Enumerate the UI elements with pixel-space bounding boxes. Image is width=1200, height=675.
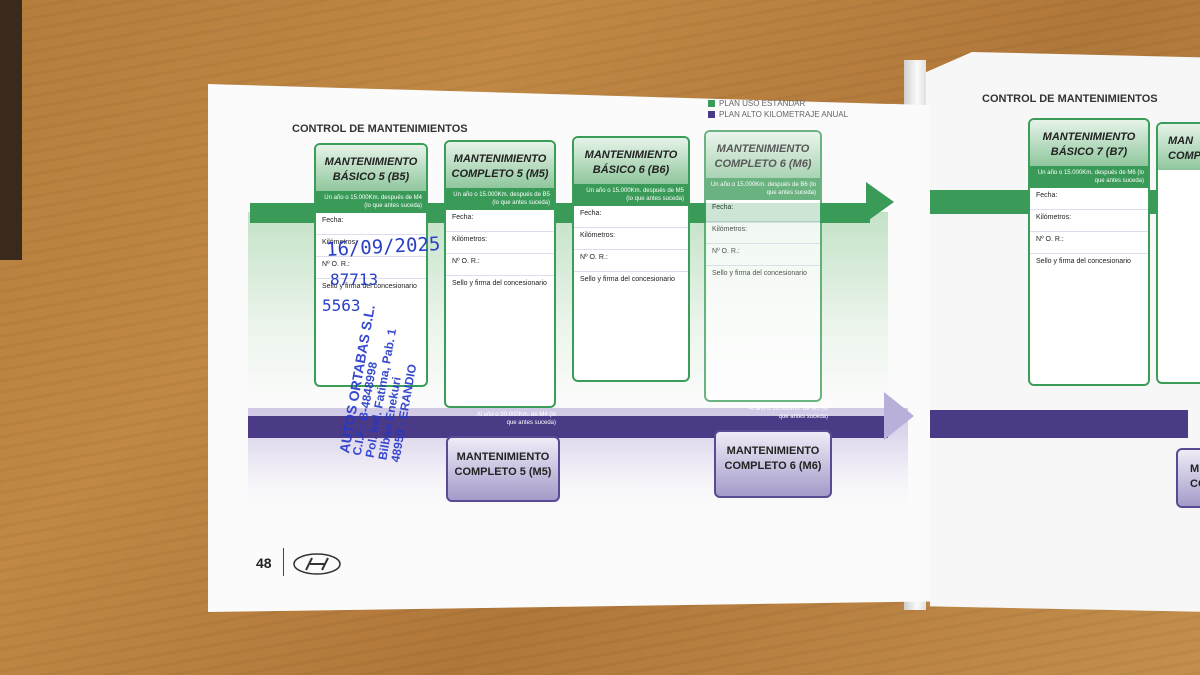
purple-interval-note: Al año o 30.000Km. de M5 (lo que antes s… (748, 406, 828, 420)
card-title-line2: BÁSICO 6 (B6) (592, 164, 670, 176)
card-title-line2: CO (1190, 478, 1200, 490)
card-title-line2: COMPLETO 6 (M6) (724, 460, 822, 472)
card-title-line2: BÁSICO 7 (B7) (1050, 146, 1128, 158)
brand-logo-icon (293, 553, 341, 575)
right-purple-arrow (928, 410, 1188, 438)
field-or: Nº O. R.: (1030, 232, 1148, 254)
maintenance-card-m5: MANTENIMIENTO COMPLETO 5 (M5) Un año o 1… (444, 140, 556, 408)
field-sello: Sello y firma del concesionario (322, 283, 417, 290)
legend-swatch-purple (708, 111, 715, 119)
field-sello: Sello y firma del concesionario (580, 276, 675, 283)
handwritten-or: 5563 (322, 296, 361, 315)
field-kilometros: Kilómetros: (706, 222, 820, 244)
field-kilometros: Kilómetros: (316, 235, 426, 257)
card-title-line1: MANTENIMIENTO (456, 451, 550, 463)
legend-label: PLAN ALTO KILOMETRAJE ANUAL (719, 110, 849, 119)
purple-arrow-head-icon (884, 392, 914, 440)
field-or: Nº O. R.: (446, 254, 554, 276)
right-page-title: CONTROL DE MANTENIMIENTOS (982, 93, 1158, 105)
background-shadow (0, 0, 22, 260)
purple-interval-note: Al año o 30.000Km. de M4 (lo que antes s… (476, 412, 556, 426)
purple-card-partial: M CO (1176, 448, 1200, 508)
card-title-line1: M (1190, 463, 1200, 475)
field-kilometros: Kilómetros: (1030, 210, 1148, 232)
card-interval-note: Un año o 15.000Km. después de M6 (lo que… (1030, 166, 1148, 188)
legend-swatch-green (708, 100, 715, 108)
maintenance-card-m6-purple: MANTENIMIENTO COMPLETO 6 (M6) (714, 430, 832, 498)
field-kilometros: Kilómetros: (574, 228, 688, 250)
legend: PLAN USO ESTÁNDAR PLAN ALTO KILOMETRAJE … (708, 98, 848, 120)
field-fecha: Fecha: (706, 200, 820, 222)
field-kilometros: Kilómetros: (446, 232, 554, 254)
maintenance-card-m6: MANTENIMIENTO COMPLETO 6 (M6) Un año o 1… (704, 130, 822, 402)
card-title-line2: COMPL (1168, 150, 1200, 162)
field-fecha: Fecha: (446, 210, 554, 232)
card-title-line2: COMPLETO 6 (M6) (714, 158, 812, 170)
card-title-line1: MANTENIMIENTO (726, 445, 820, 457)
card-title-line1: MAN (1168, 135, 1194, 147)
field-sello: Sello y firma del concesionario (452, 280, 547, 287)
maintenance-card-partial: MAN COMPL (1156, 122, 1200, 384)
footer-divider (283, 548, 284, 576)
green-arrow-head-icon (866, 182, 894, 222)
page-number: 48 (256, 555, 272, 571)
handwritten-km: 87713 (330, 270, 379, 289)
maintenance-card-m5-purple: MANTENIMIENTO COMPLETO 5 (M5) (446, 436, 560, 502)
card-interval-note: Un año o 15.000Km. después de M5 (lo que… (574, 184, 688, 206)
card-title-line1: MANTENIMIENTO (324, 156, 418, 168)
card-title-line2: COMPLETO 5 (M5) (451, 168, 549, 180)
card-title-line1: MANTENIMIENTO (716, 143, 810, 155)
card-title-line1: MANTENIMIENTO (453, 153, 547, 165)
card-title-line2: COMPLETO 5 (M5) (454, 466, 552, 478)
field-fecha: Fecha: (1030, 188, 1148, 210)
card-title-line1: MANTENIMIENTO (584, 149, 678, 161)
legend-item: PLAN USO ESTÁNDAR (708, 98, 848, 109)
field-fecha: Fecha: (574, 206, 688, 228)
maintenance-card-b5: MANTENIMIENTO BÁSICO 5 (B5) Un año o 15.… (314, 143, 428, 387)
maintenance-card-b6: MANTENIMIENTO BÁSICO 6 (B6) Un año o 15.… (572, 136, 690, 382)
field-fecha: Fecha: (316, 213, 426, 235)
card-interval-note: Un año o 15.000Km. después de M4 (lo que… (316, 191, 426, 213)
field-sello: Sello y firma del concesionario (1036, 258, 1131, 265)
legend-item: PLAN ALTO KILOMETRAJE ANUAL (708, 109, 848, 120)
field-or: Nº O. R.: (706, 244, 820, 266)
page-title: CONTROL DE MANTENIMIENTOS (292, 123, 468, 135)
legend-label: PLAN USO ESTÁNDAR (719, 99, 806, 108)
card-title-line2: BÁSICO 5 (B5) (332, 171, 410, 183)
card-title-line1: MANTENIMIENTO (1042, 131, 1136, 143)
card-interval-note: Un año o 15.000Km. después de B6 (lo que… (706, 178, 820, 200)
field-or: Nº O. R.: (574, 250, 688, 272)
card-interval-note: Un año o 15.000Km. después de B5 (lo que… (446, 188, 554, 210)
field-sello: Sello y firma del concesionario (712, 270, 807, 277)
maintenance-card-b7: MANTENIMIENTO BÁSICO 7 (B7) Un año o 15.… (1028, 118, 1150, 386)
field-or: Nº O. R.: (316, 257, 426, 279)
